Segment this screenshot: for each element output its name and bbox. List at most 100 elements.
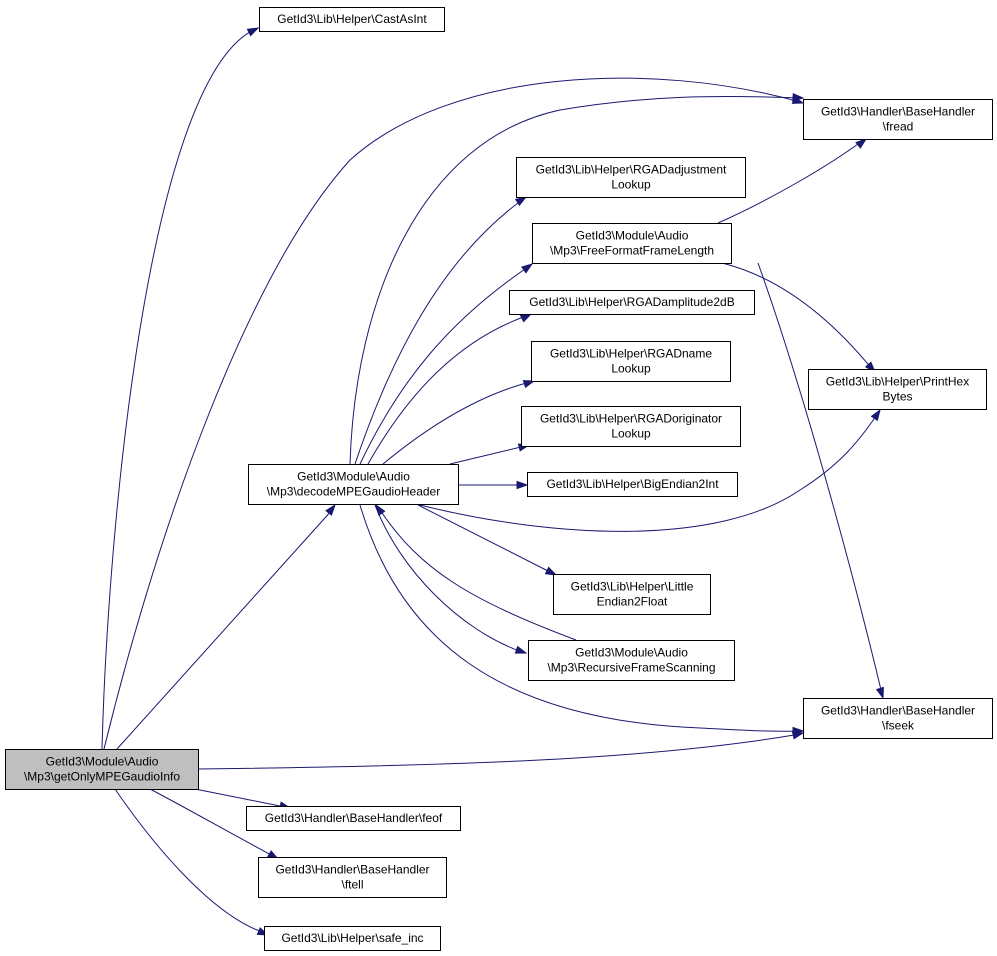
arrowhead-decode-to-fread xyxy=(792,93,805,102)
edge-line-recursive-to-decode xyxy=(379,509,577,641)
edge-root-to-castasint xyxy=(101,27,260,750)
edge-freeformat-to-fseek xyxy=(757,262,884,700)
node-box-castasint xyxy=(259,7,445,32)
arrowhead-decode-to-littleendian xyxy=(544,566,558,576)
node-label-rgadname-line1: GetId3\Lib\Helper\RGADname xyxy=(550,347,712,361)
edge-line-root-to-fread xyxy=(103,77,801,750)
node-box-bigendian xyxy=(527,472,738,497)
arrowhead-decode-to-rgadname xyxy=(522,380,536,389)
edge-freeformat-to-printhex xyxy=(721,262,877,374)
node-label-fread-line2: \fread xyxy=(883,120,914,134)
arrowhead-freeformat-to-fread xyxy=(855,138,868,149)
edge-decode-to-recursive xyxy=(374,504,528,654)
node-box-rgadorig xyxy=(521,406,741,447)
edge-line-root-to-fseek xyxy=(197,733,801,770)
node-box-freeformat xyxy=(532,223,732,264)
node-box-feof xyxy=(246,806,461,831)
node-label-littleendian-line2: Endian2Float xyxy=(597,595,668,609)
node-label-bigendian-line1: GetId3\Lib\Helper\BigEndian2Int xyxy=(546,477,719,491)
arrowhead-root-to-decode xyxy=(325,503,336,516)
node-box-recursive xyxy=(528,640,735,681)
node-feof[interactable]: GetId3\Handler\BaseHandler\feof xyxy=(246,806,461,831)
edge-line-root-to-feof xyxy=(194,788,286,808)
arrowhead-decode-to-fseek xyxy=(792,726,805,736)
edge-line-decode-to-fseek xyxy=(359,504,801,732)
node-label-rgadorig-line1: GetId3\Lib\Helper\RGADoriginator xyxy=(540,412,722,426)
arrowhead-decode-to-bigendian xyxy=(516,480,529,490)
edge-line-decode-to-recursive xyxy=(374,504,523,653)
edge-line-root-to-castasint xyxy=(101,27,259,750)
edge-line-root-to-decode xyxy=(116,508,334,750)
edge-root-to-ftell xyxy=(149,788,280,860)
node-box-decode xyxy=(248,464,459,505)
node-fseek[interactable]: GetId3\Handler\BaseHandler\fseek xyxy=(803,698,993,739)
edge-decode-to-bigendian xyxy=(458,480,529,490)
edge-line-decode-to-printhex xyxy=(419,412,879,532)
edge-decode-to-fseek xyxy=(359,504,805,736)
node-label-rgadname-line2: Lookup xyxy=(611,362,651,376)
edge-line-freeformat-to-fseek xyxy=(757,262,883,695)
edge-decode-to-littleendian xyxy=(417,504,558,576)
node-label-freeformat-line2: \Mp3\FreeFormatFrameLength xyxy=(550,244,714,258)
edge-line-freeformat-to-fread xyxy=(717,140,863,224)
node-label-recursive-line1: GetId3\Module\Audio xyxy=(575,646,688,660)
edge-recursive-to-decode xyxy=(375,503,577,641)
arrowhead-decode-to-rgaadj xyxy=(514,196,528,207)
node-label-castasint-line1: GetId3\Lib\Helper\CastAsInt xyxy=(277,12,427,26)
edge-line-freeformat-to-printhex xyxy=(721,262,873,370)
node-safeinc[interactable]: GetId3\Lib\Helper\safe_inc xyxy=(264,926,441,951)
edge-line-decode-to-freeformat xyxy=(359,266,529,465)
node-label-rgaadj-line1: GetId3\Lib\Helper\RGADadjustment xyxy=(536,163,727,177)
node-label-printhex-line2: Bytes xyxy=(882,390,912,404)
edge-line-decode-to-rgadname xyxy=(382,381,531,465)
node-label-decode-line2: \Mp3\decodeMPEGaudioHeader xyxy=(267,485,440,499)
node-rgaamp[interactable]: GetId3\Lib\Helper\RGADamplitude2dB xyxy=(509,290,755,315)
node-root: GetId3\Module\Audio\Mp3\getOnlyMPEGaudio… xyxy=(5,749,199,790)
node-recursive[interactable]: GetId3\Module\Audio\Mp3\RecursiveFrameSc… xyxy=(528,640,735,681)
arrowhead-decode-to-printhex xyxy=(870,408,881,422)
node-box-printhex xyxy=(808,369,987,410)
node-label-fseek-line2: \fseek xyxy=(882,719,915,733)
node-label-root-line1: GetId3\Module\Audio xyxy=(46,755,159,769)
node-freeformat[interactable]: GetId3\Module\Audio\Mp3\FreeFormatFrameL… xyxy=(532,223,732,264)
node-label-rgadorig-line2: Lookup xyxy=(611,427,651,441)
node-label-decode-line1: GetId3\Module\Audio xyxy=(297,470,410,484)
edge-decode-to-freeformat xyxy=(359,263,534,465)
edge-freeformat-to-fread xyxy=(717,138,868,224)
node-box-ftell xyxy=(258,857,447,898)
node-box-littleendian xyxy=(553,574,711,615)
edge-decode-to-fread xyxy=(349,93,805,465)
edge-decode-to-rgaadj xyxy=(354,196,528,465)
node-box-rgaamp xyxy=(509,290,755,315)
node-box-rgaadj xyxy=(516,157,746,198)
edge-decode-to-printhex xyxy=(419,408,881,532)
node-bigendian[interactable]: GetId3\Lib\Helper\BigEndian2Int xyxy=(527,472,738,497)
arrowhead-decode-to-recursive xyxy=(514,645,528,654)
node-label-littleendian-line1: GetId3\Lib\Helper\Little xyxy=(571,580,694,594)
node-box-root xyxy=(5,749,199,790)
edge-line-decode-to-fread xyxy=(349,95,801,465)
node-label-ftell-line2: \ftell xyxy=(341,878,363,892)
edge-line-root-to-safeinc xyxy=(114,788,266,934)
arrowhead-decode-to-rgaamp xyxy=(519,313,533,323)
node-castasint[interactable]: GetId3\Lib\Helper\CastAsInt xyxy=(259,7,445,32)
edge-root-to-decode xyxy=(116,503,336,750)
arrowhead-root-to-castasint xyxy=(246,27,260,37)
node-label-root-line2: \Mp3\getOnlyMPEGaudioInfo xyxy=(24,770,180,784)
node-decode[interactable]: GetId3\Module\Audio\Mp3\decodeMPEGaudioH… xyxy=(248,464,459,505)
node-label-printhex-line1: GetId3\Lib\Helper\PrintHex xyxy=(826,375,969,389)
node-label-rgaamp-line1: GetId3\Lib\Helper\RGADamplitude2dB xyxy=(529,295,734,309)
node-label-recursive-line2: \Mp3\RecursiveFrameScanning xyxy=(547,661,715,675)
node-ftell[interactable]: GetId3\Handler\BaseHandler\ftell xyxy=(258,857,447,898)
node-label-freeformat-line1: GetId3\Module\Audio xyxy=(576,229,689,243)
node-fread[interactable]: GetId3\Handler\BaseHandler\fread xyxy=(803,99,993,140)
edge-line-decode-to-littleendian xyxy=(417,504,553,574)
arrowhead-recursive-to-decode xyxy=(375,503,386,517)
arrowhead-freeformat-to-fseek xyxy=(875,686,884,700)
